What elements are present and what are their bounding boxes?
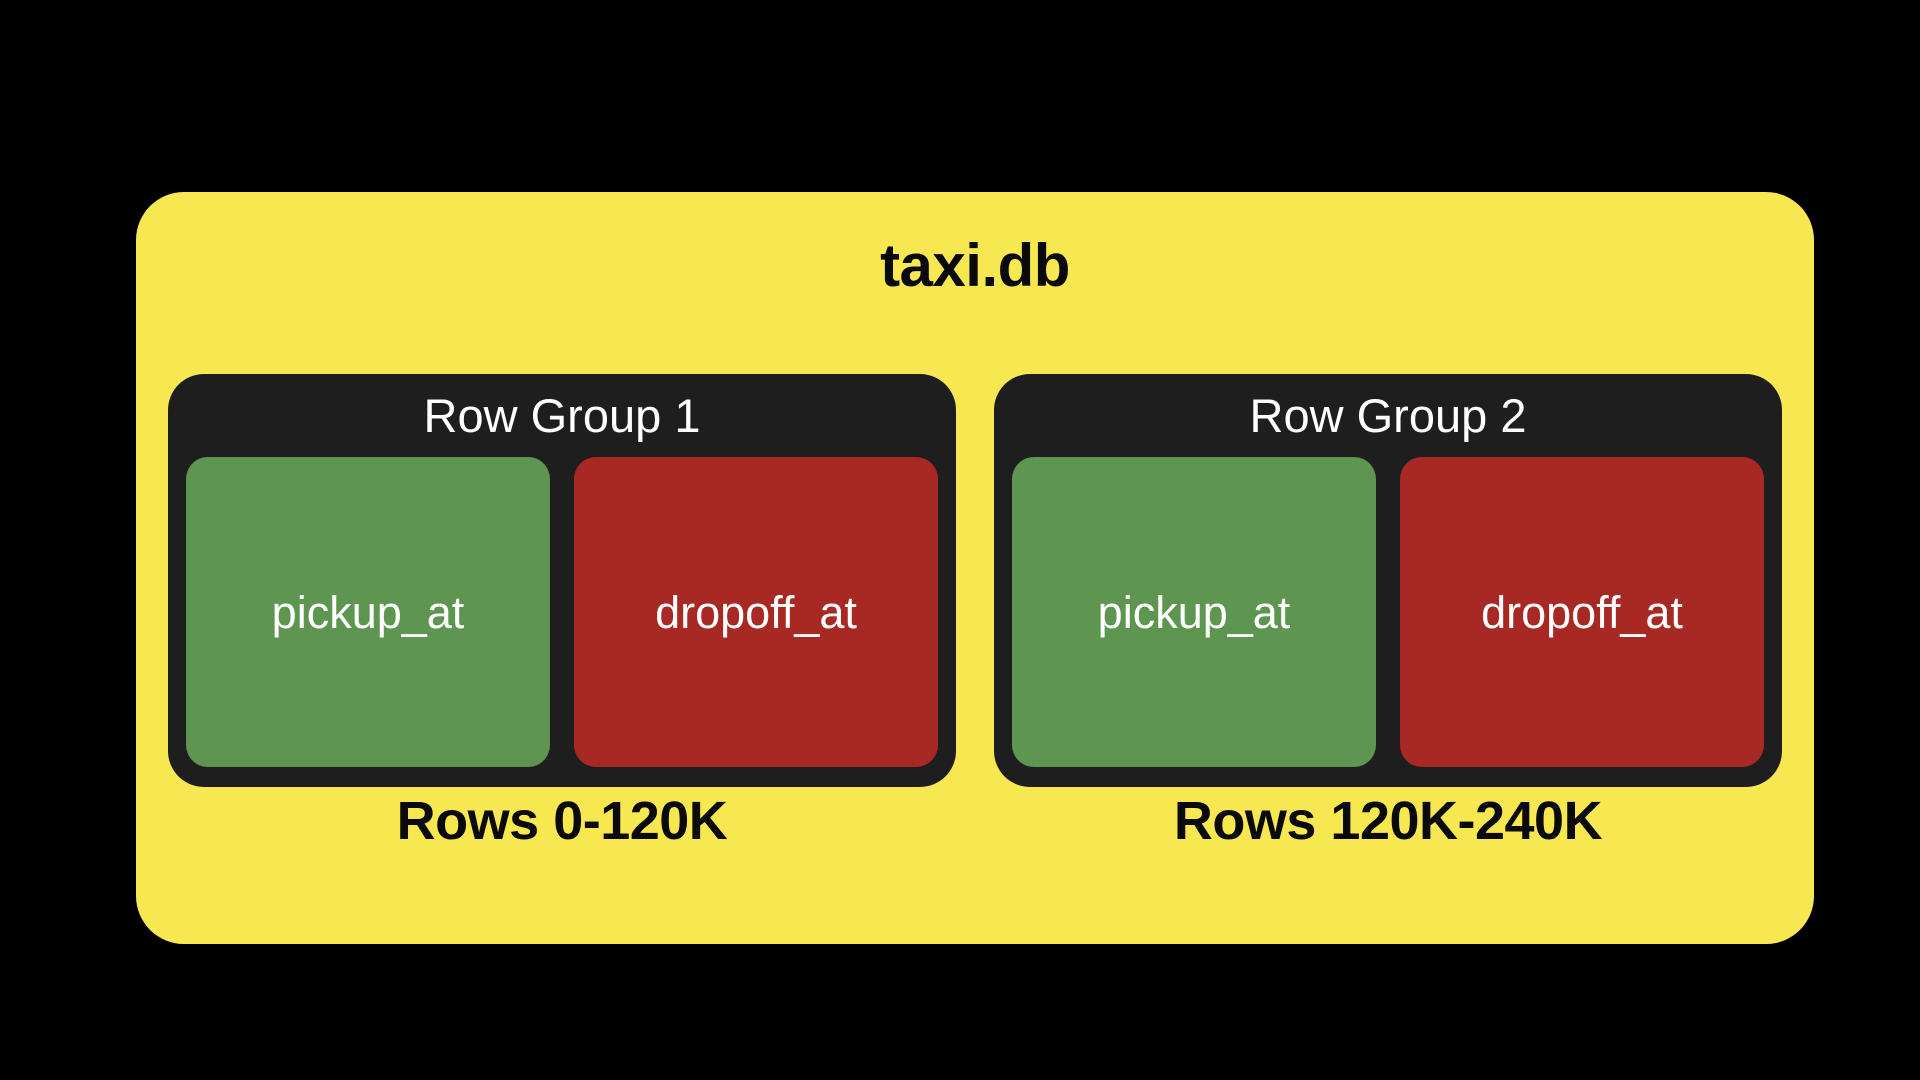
- database-title: taxi.db: [880, 232, 1070, 299]
- column-chunk-dropoff-at-rg2: dropoff_at: [1400, 457, 1764, 768]
- row-range-captions: Rows 0-120K Rows 120K-240K: [168, 791, 1782, 851]
- column-chunk-label: dropoff_at: [655, 586, 857, 638]
- column-chunk-dropoff-at-rg1: dropoff_at: [574, 457, 938, 768]
- row-group-1: Row Group 1 pickup_at dropoff_at: [168, 374, 956, 788]
- row-groups-row: Row Group 1 pickup_at dropoff_at Row Gro…: [168, 374, 1782, 788]
- row-group-2-columns: pickup_at dropoff_at: [1012, 457, 1764, 768]
- database-container: taxi.db Row Group 1 pickup_at dropoff_at…: [136, 192, 1814, 944]
- row-group-1-columns: pickup_at dropoff_at: [186, 457, 938, 768]
- column-chunk-label: dropoff_at: [1481, 586, 1683, 638]
- column-chunk-label: pickup_at: [1097, 586, 1291, 638]
- row-range-label-group-2: Rows 120K-240K: [1173, 791, 1603, 851]
- column-chunk-pickup-at-rg2: pickup_at: [1012, 457, 1376, 768]
- row-group-2: Row Group 2 pickup_at dropoff_at: [994, 374, 1782, 788]
- row-group-1-title: Row Group 1: [423, 389, 701, 442]
- row-group-2-title: Row Group 2: [1249, 389, 1527, 442]
- column-chunk-pickup-at-rg1: pickup_at: [186, 457, 550, 768]
- column-chunk-label: pickup_at: [271, 586, 465, 638]
- row-range-label-group-1: Rows 0-120K: [396, 791, 728, 851]
